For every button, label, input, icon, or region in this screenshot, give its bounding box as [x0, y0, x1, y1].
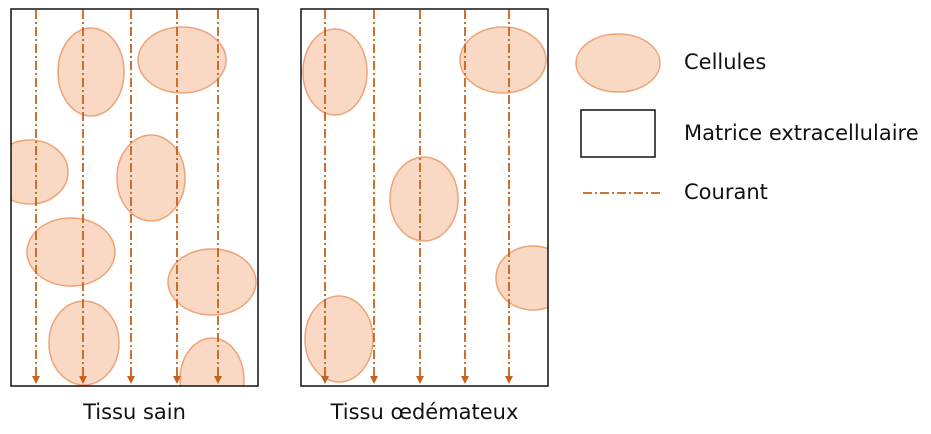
- oedematous-matrix-frame: [300, 8, 549, 387]
- legend-label-current: Courant: [684, 180, 768, 204]
- legend-cell-swatch: [575, 33, 661, 93]
- cell: [137, 26, 227, 94]
- caption-healthy-tissue: Tissu sain: [83, 400, 186, 424]
- healthy-cells: [11, 26, 257, 386]
- cell: [167, 248, 257, 316]
- cell: [11, 139, 69, 205]
- healthy-matrix-frame: [10, 8, 259, 387]
- cell: [495, 245, 548, 311]
- cell: [459, 26, 547, 94]
- legend-label-cells: Cellules: [684, 50, 767, 74]
- oedematous-current-lines: [321, 10, 513, 384]
- panel-oedematous-tissue: [300, 8, 549, 387]
- legend: [575, 33, 661, 194]
- cell: [26, 217, 116, 287]
- oedematous-cells: [302, 26, 548, 383]
- cell: [48, 300, 120, 386]
- panel-healthy-tissue: [10, 8, 259, 387]
- cell: [389, 156, 459, 242]
- cell: [302, 28, 368, 116]
- cell: [116, 134, 186, 222]
- healthy-current-lines: [32, 10, 222, 384]
- legend-matrix-swatch: [580, 109, 656, 158]
- legend-label-matrix: Matrice extracellulaire: [684, 121, 919, 145]
- cell: [304, 295, 374, 383]
- caption-oedematous-tissue: Tissu œdémateux: [330, 400, 519, 424]
- cell: [57, 27, 125, 117]
